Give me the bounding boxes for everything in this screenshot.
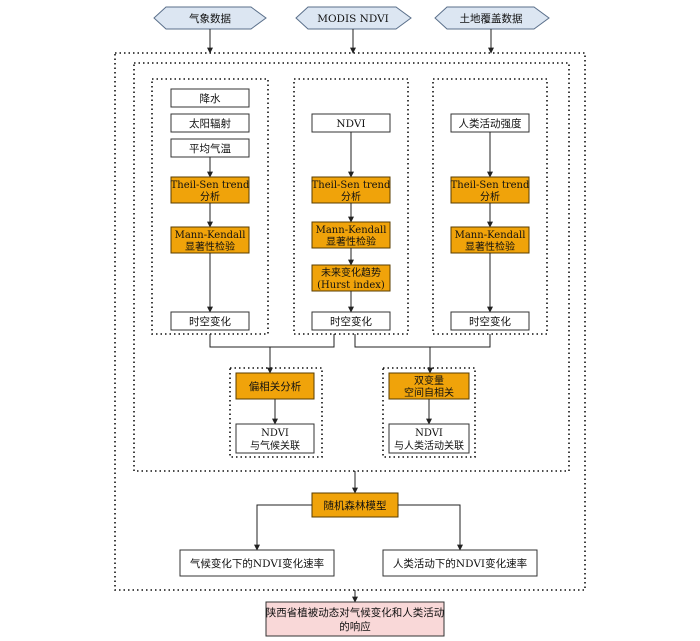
human-rate-label: 人类活动下的NDVI变化速率 — [393, 557, 527, 570]
col2-hurst-box — [311, 264, 391, 292]
col1-output-box — [170, 311, 250, 331]
bivariate-title-line2: 空间自相关 — [404, 386, 454, 399]
rf-title: 随机森林模型 — [324, 499, 387, 512]
col3-theil-line1: Theil-Sen trend — [451, 180, 530, 191]
col3-output-box — [450, 311, 530, 331]
rf-box — [311, 492, 399, 518]
col2-theil-line1: Theil-Sen trend — [312, 180, 391, 191]
partial-frame — [229, 367, 323, 458]
bivariate-output-line2: 与人类活动关联 — [394, 439, 464, 452]
col3-mk-box — [450, 226, 530, 254]
col2-output-label: 时空变化 — [330, 315, 372, 328]
connector-col1-partial — [209, 334, 270, 348]
bivariate-output-line1: NDVI — [415, 428, 443, 439]
col2-output-box — [311, 311, 391, 331]
outer-dotted-frame — [114, 52, 586, 591]
partial-output-box — [235, 423, 315, 454]
human-rate-box — [382, 549, 538, 577]
partial-title: 偏相关分析 — [249, 380, 302, 393]
connector-col2-bivariate — [354, 334, 430, 348]
col1-mk-line1: Mann-Kendall — [175, 230, 246, 241]
source-weather-label: 气象数据 — [189, 12, 231, 25]
col1-solar-box — [170, 113, 250, 133]
climate-rate-box — [179, 549, 335, 577]
col1-theil-box — [170, 176, 250, 204]
source-weather: 气象数据 — [153, 6, 267, 30]
bivariate-output-box — [388, 423, 470, 454]
result-line1: 陕西省植被动态对气候变化和人类活动 — [266, 606, 445, 619]
connector-col3-bivariate — [430, 334, 491, 348]
col3-theil-line2: 分析 — [480, 190, 500, 203]
inner-dotted-frame — [133, 62, 570, 472]
col1-theil-line1: Theil-Sen trend — [171, 180, 250, 191]
climate-rate-label: 气候变化下的NDVI变化速率 — [190, 557, 324, 570]
connector-col2-partial — [270, 334, 335, 348]
col1-temp-label: 平均气温 — [189, 142, 231, 155]
col3-mk-line1: Mann-Kendall — [455, 230, 526, 241]
col3-human-label: 人类活动强度 — [459, 117, 522, 130]
col2-theil-line2: 分析 — [341, 190, 361, 203]
col2-hurst-line2: (Hurst index) — [317, 280, 385, 291]
result-line2: 的响应 — [339, 620, 371, 633]
col2-ndvi-label: NDVI — [336, 118, 365, 130]
col1-theil-line2: 分析 — [200, 190, 220, 203]
col1-mk-line2: 显著性检验 — [185, 240, 235, 253]
source-modis-ndvi: MODIS NDVI — [295, 6, 412, 30]
result-box — [265, 601, 445, 637]
partial-box — [235, 372, 315, 400]
rf-arrow-climate — [254, 504, 312, 551]
source-modis-ndvi-label: MODIS NDVI — [317, 13, 389, 25]
col2-mk-line2: 显著性检验 — [326, 235, 376, 248]
rf-arrow-human — [398, 504, 463, 551]
col2-mk-box — [311, 221, 391, 249]
source-landcover: 土地覆盖数据 — [434, 6, 550, 30]
bivariate-title-line1: 双变量 — [414, 374, 444, 387]
col3-mk-line2: 显著性检验 — [465, 240, 515, 253]
col1-precip-box — [170, 88, 250, 108]
col1-solar-label: 太阳辐射 — [189, 117, 231, 130]
col2-hurst-line1: 未来变化趋势 — [321, 266, 381, 279]
col1-mk-box — [170, 226, 250, 254]
col1-output-label: 时空变化 — [189, 315, 231, 328]
source-landcover-label: 土地覆盖数据 — [460, 12, 523, 25]
col3-output-label: 时空变化 — [469, 315, 511, 328]
partial-output-line1: NDVI — [261, 428, 289, 439]
partial-output-line2: 与气候关联 — [250, 439, 300, 452]
col1-precip-label: 降水 — [200, 92, 221, 105]
bivariate-box — [388, 372, 470, 400]
col2-mk-line1: Mann-Kendall — [316, 225, 387, 236]
col3-theil-box — [450, 176, 530, 204]
